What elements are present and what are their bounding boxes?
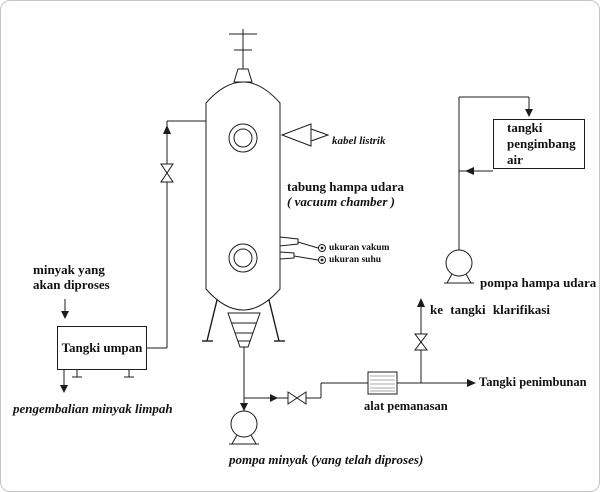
heater-box xyxy=(367,371,398,395)
vacuum-gauge-label: ukuran vakum xyxy=(329,243,390,253)
sight-glass-lower-icon xyxy=(228,243,258,273)
electric-cable-nozzle xyxy=(280,123,330,147)
oil-pump-label: pompa minyak (yang telah diproses) xyxy=(229,452,424,467)
vacuum-chamber-vessel xyxy=(205,29,281,311)
feed-pipe xyxy=(147,120,206,349)
feed-oil-line2: akan diproses xyxy=(33,277,110,292)
discharge-cone xyxy=(227,312,261,348)
heater-label: alat pemanasan xyxy=(364,399,448,413)
vacuum-pump-label: pompa hampa udara xyxy=(480,275,597,290)
oil-pump-symbol xyxy=(229,410,259,445)
chamber-label: tabung hampa udara ( vacuum chamber ) xyxy=(287,179,404,209)
water-balance-tank-box: tangki pengimbang air xyxy=(493,119,585,169)
oil-discharge-valve-icon xyxy=(287,391,307,405)
clarifier-valve-icon xyxy=(414,333,428,351)
feed-oil-line1: minyak yang xyxy=(33,262,105,277)
water-tank-label-line2: pengimbang air xyxy=(507,136,576,167)
vacuum-pump-piping xyxy=(458,96,530,250)
overflow-return-label: pengembalian minyak limpah xyxy=(13,401,173,416)
vessel-legs xyxy=(202,299,285,342)
feed-tank-label: Tangki umpan xyxy=(61,340,143,355)
temperature-gauge-label: ukuran suhu xyxy=(329,255,382,265)
water-tank-label-line1: tangki xyxy=(507,120,543,135)
chamber-label-line1: tabung hampa udara xyxy=(287,179,405,194)
sight-glass-upper-icon xyxy=(228,123,258,153)
to-clarifier-label: ke tangki klarifikasi xyxy=(430,302,550,317)
feed-valve-icon xyxy=(160,163,174,183)
chamber-label-line2: ( vacuum chamber ) xyxy=(287,194,395,209)
feed-oil-label: minyak yang akan diproses xyxy=(33,262,110,292)
vacuum-gauge-nozzle xyxy=(279,236,326,252)
temperature-gauge-nozzle xyxy=(279,251,326,264)
electric-cable-label: kabel listrik xyxy=(332,135,386,147)
feed-tank-box: Tangki umpan xyxy=(57,326,147,370)
feed-tank-feet xyxy=(72,370,134,378)
flow-arrow-icons xyxy=(60,109,533,411)
storage-tank-label: Tangki penimbunan xyxy=(479,375,587,389)
vacuum-pump-symbol xyxy=(444,249,474,284)
